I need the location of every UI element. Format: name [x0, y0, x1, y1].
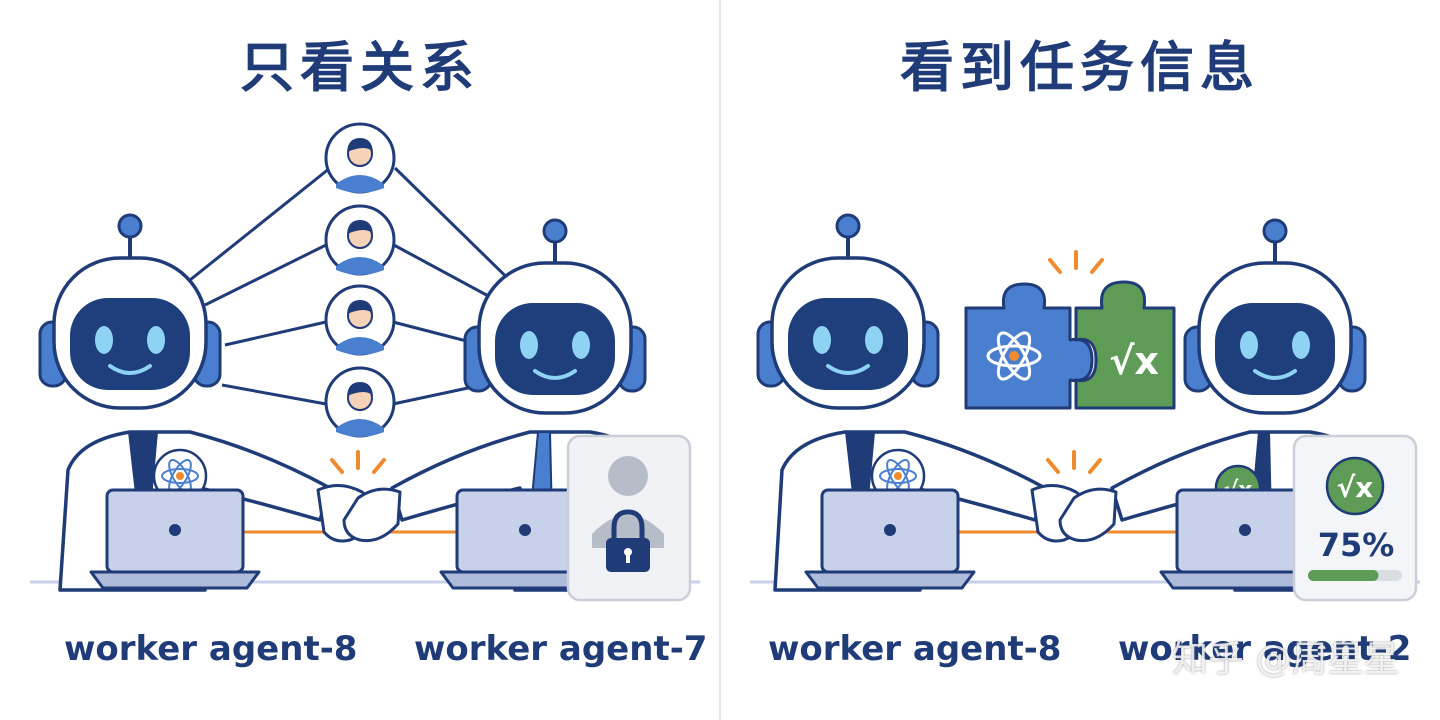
- robot-agent-7-icon: [463, 218, 647, 415]
- panel-divider: [719, 0, 721, 720]
- left-panel-agent-right-label: worker agent-7: [414, 629, 708, 669]
- relationship-lines: [174, 166, 532, 406]
- robot-agent-2-icon: [1183, 218, 1367, 415]
- progress-fill: [1308, 570, 1379, 581]
- locked-profile-card: [566, 434, 692, 602]
- spark-icon: [1048, 250, 1104, 274]
- left-panel-title: 只看关系: [240, 36, 480, 99]
- spark-icon: [1046, 450, 1102, 474]
- person-avatar-icon: [324, 366, 396, 439]
- math-puzzle-piece-icon: √x: [1074, 280, 1176, 410]
- right-panel-agent-left-label: worker agent-8: [768, 629, 1062, 669]
- math-symbol: √x: [1109, 339, 1159, 383]
- progress-percent: 75%: [1317, 526, 1395, 564]
- spark-icon: [330, 450, 386, 474]
- right-panel-title: 看到任务信息: [900, 36, 1260, 99]
- math-badge-icon: [1325, 456, 1385, 516]
- svg-text:√x: √x: [1337, 471, 1374, 504]
- science-puzzle-piece-icon: [964, 282, 1094, 410]
- person-avatar-icon: [324, 204, 396, 277]
- laptop-icon: [804, 488, 976, 590]
- left-panel-agent-left-label: worker agent-8: [64, 629, 358, 669]
- task-info-card: √x: [1292, 434, 1418, 602]
- robot-agent-8-icon: [38, 213, 222, 410]
- handshake-icon: [1030, 484, 1118, 543]
- right-panel: √x √x: [750, 213, 1420, 602]
- laptop-icon: [89, 488, 261, 590]
- right-panel-agent-right-label: worker agent-2: [1118, 629, 1412, 669]
- watermark: 知乎 @周星星: [1172, 639, 1400, 680]
- handshake-icon: [316, 484, 402, 543]
- left-panel: [30, 122, 700, 602]
- person-avatar-icon: [324, 284, 396, 357]
- person-avatar-icon: [324, 122, 396, 195]
- robot-agent-8-icon: [756, 213, 940, 410]
